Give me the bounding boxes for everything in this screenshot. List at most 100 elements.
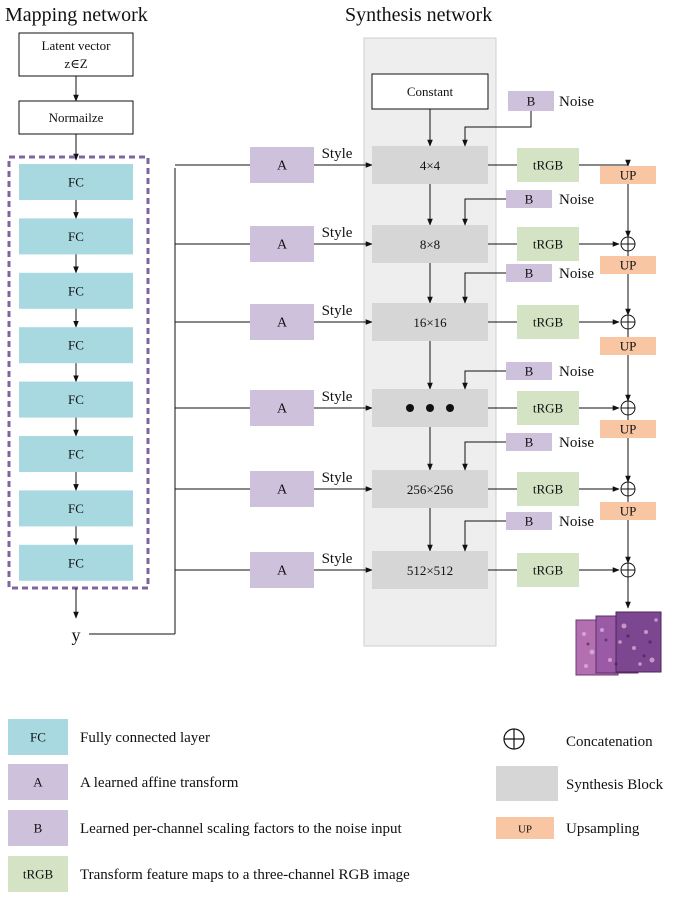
trgb-4-label: tRGB (533, 401, 564, 416)
trgb-3-label: tRGB (533, 315, 564, 330)
synthesis-block-6-label: 512×512 (407, 563, 453, 578)
noise-b-6-label: B (525, 514, 534, 529)
noise-arrow-2 (462, 198, 506, 226)
noise-b-1-label: B (527, 94, 536, 109)
up-1: UP (600, 166, 656, 184)
noise-b-2-label: B (525, 192, 534, 207)
legend-text-3: Learned per-channel scaling factors to t… (80, 821, 402, 837)
concat-node-2 (620, 236, 636, 252)
latent-vector-label: Latent vector (42, 38, 112, 53)
ellipsis-dot-3 (446, 404, 454, 412)
synthesis-block-1-label: 4×4 (420, 158, 441, 173)
fc-layer-7-label: FC (68, 501, 84, 516)
noise-label-5: Noise (559, 435, 594, 451)
legend-up-box-label: UP (518, 824, 532, 836)
up-2-label: UP (620, 258, 637, 273)
noise-b-2: B (506, 190, 552, 208)
fc-layer-3-label: FC (68, 283, 84, 298)
legend-up-text: Upsampling (566, 821, 640, 837)
affine-3: A (250, 304, 314, 340)
noise-arrow-1 (462, 111, 532, 147)
legend-box-4-label: tRGB (23, 867, 54, 882)
affine-1: A (250, 147, 314, 183)
fc-layer-2-label: FC (68, 229, 84, 244)
latent-space-label: z∈Z (64, 56, 87, 71)
constant-label: Constant (407, 84, 454, 99)
trgb-2: tRGB (517, 227, 579, 261)
trgb-3: tRGB (517, 305, 579, 339)
normalize-label: Normailze (49, 110, 104, 125)
legend-concat-icon (503, 728, 525, 750)
legend-text-4: Transform feature maps to a three-channe… (80, 867, 410, 883)
fc-layer-5: FC (19, 381, 133, 418)
synthesis-block-6: 512×512 (372, 551, 488, 589)
noise-b-4-label: B (525, 364, 534, 379)
fc-layer-1: FC (19, 164, 133, 200)
trgb-1: tRGB (517, 148, 579, 182)
synthesis-block-1: 4×4 (372, 146, 488, 184)
affine-1-label: A (277, 159, 288, 174)
legend-box-3-label: B (34, 821, 43, 836)
noise-label-4: Noise (559, 364, 594, 380)
synthesis-block-2: 8×8 (372, 225, 488, 263)
noise-b-1: B (508, 91, 554, 111)
latent-vector-box: Latent vector z∈Z (18, 32, 134, 77)
legend-box-3: B (8, 810, 68, 846)
concat-node-3 (620, 314, 636, 330)
trgb-6: tRGB (517, 553, 579, 587)
concat-node-6 (620, 562, 636, 578)
fc-layer-1-label: FC (68, 175, 84, 190)
affine-5: A (250, 471, 314, 507)
noise-b-6: B (506, 512, 552, 530)
affine-6: A (250, 552, 314, 588)
fc-layer-4: FC (19, 327, 133, 364)
constant-box: Constant (371, 73, 489, 110)
legend-up-box: UP (496, 817, 554, 839)
up-2: UP (600, 256, 656, 274)
trgb-4: tRGB (517, 391, 579, 425)
up-5-label: UP (620, 504, 637, 519)
ellipsis-dot-1 (406, 404, 414, 412)
fc-stack: FC FC FC FC FC FC FC FC (19, 164, 133, 581)
trgb-5-label: tRGB (533, 482, 564, 497)
legend-box-2-label: A (33, 775, 43, 790)
fc-layer-8: FC (19, 544, 133, 581)
fc-layer-7: FC (19, 490, 133, 527)
noise-arrow-6 (462, 520, 506, 552)
legend-box-2: A (8, 764, 68, 800)
style-label-6: Style (322, 551, 353, 567)
up-3-label: UP (620, 339, 637, 354)
affine-4-label: A (277, 402, 288, 417)
synthesis-block-5-label: 256×256 (407, 482, 454, 497)
affine-5-label: A (277, 483, 288, 498)
legend-concat-text: Concatenation (566, 734, 653, 750)
style-label-3: Style (322, 303, 353, 319)
noise-label-2: Noise (559, 192, 594, 208)
trgb-2-label: tRGB (533, 237, 564, 252)
affine-6-label: A (277, 564, 288, 579)
synthesis-block-5: 256×256 (372, 470, 488, 508)
affine-3-label: A (277, 316, 288, 331)
noise-b-3: B (506, 264, 552, 282)
noise-b-3-label: B (525, 266, 534, 281)
trgb-5: tRGB (517, 472, 579, 506)
legend-box-1-label: FC (30, 730, 46, 745)
noise-arrow-5 (462, 441, 506, 471)
synthesis-network-heading: Synthesis network (345, 4, 492, 26)
mapping-network-heading: Mapping network (5, 4, 148, 26)
fc-layer-8-label: FC (68, 555, 84, 570)
noise-b-5-label: B (525, 435, 534, 450)
up-3: UP (600, 337, 656, 355)
style-label-1: Style (322, 146, 353, 162)
noise-label-3: Noise (559, 266, 594, 282)
trgb-6-label: tRGB (533, 563, 564, 578)
up-4-label: UP (620, 422, 637, 437)
fc-layer-6: FC (19, 436, 133, 472)
synthesis-block-3: 16×16 (372, 303, 488, 341)
normalize-box: Normailze (18, 100, 134, 135)
synthesis-block-4 (372, 389, 488, 427)
affine-4: A (250, 390, 314, 426)
trgb-1-label: tRGB (533, 158, 564, 173)
